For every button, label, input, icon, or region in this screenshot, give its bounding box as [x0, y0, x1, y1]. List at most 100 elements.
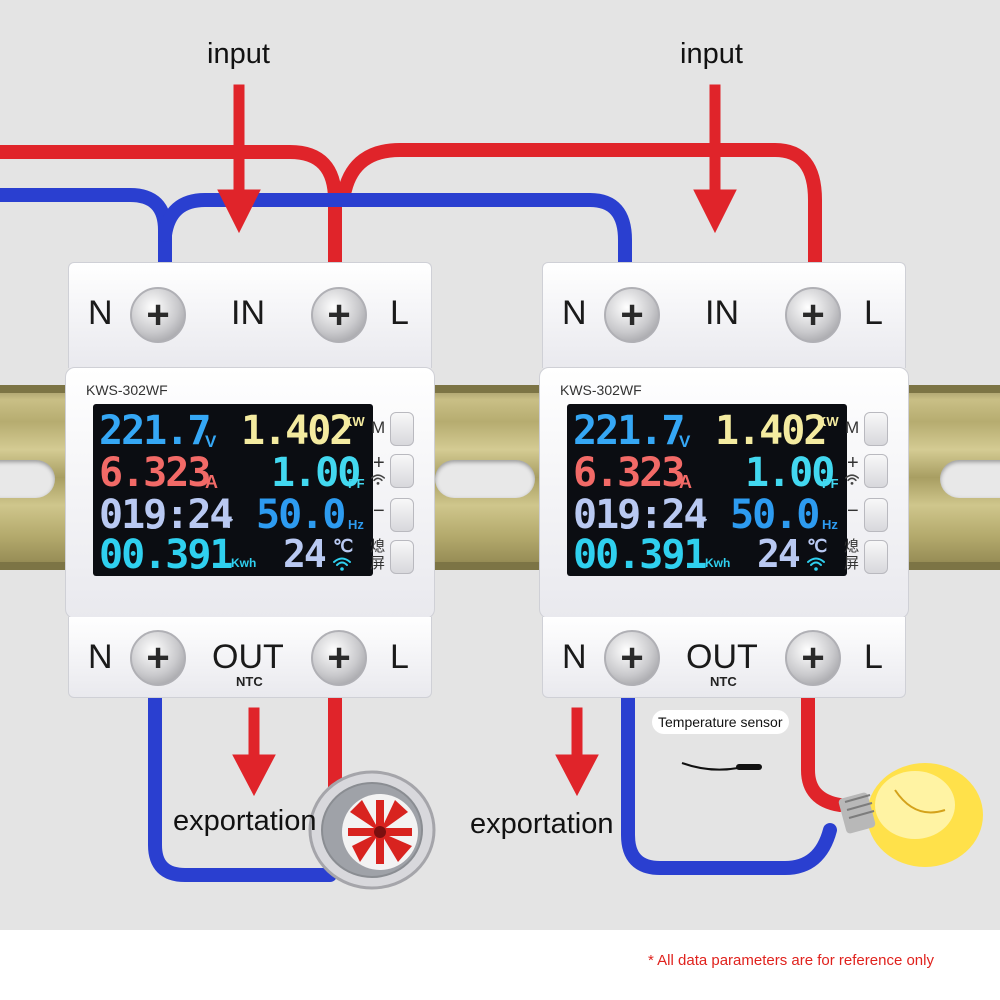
power-reading: 1.402	[715, 408, 827, 454]
terminal-out-label: OUT	[686, 638, 758, 676]
energy-unit: Kwh	[705, 556, 731, 570]
neutral-wire-top	[0, 188, 172, 272]
light-bulb-icon	[838, 763, 983, 867]
time-unit: T	[699, 516, 707, 531]
power-unit: KW	[817, 414, 839, 429]
screw-head-icon[interactable]: +	[311, 630, 367, 686]
screw-head-icon[interactable]: +	[130, 287, 186, 343]
exportation-label-right: exportation	[470, 808, 614, 840]
pf-unit: PF	[348, 476, 365, 491]
temperature-reading: 24	[757, 532, 801, 576]
m-button[interactable]	[864, 412, 888, 446]
button-m-label: M	[371, 418, 386, 437]
reference-footnote: * All data parameters are for reference …	[648, 952, 934, 969]
ntc-label: NTC	[710, 674, 737, 689]
current-unit: A	[679, 472, 692, 492]
m-button[interactable]	[390, 412, 414, 446]
frequency-unit: Hz	[822, 517, 838, 532]
live-wire-bottom-right	[801, 683, 847, 812]
arrow-input-right-head	[693, 189, 737, 234]
rail-slot	[940, 460, 1000, 498]
temperature-reading: 24	[283, 532, 327, 576]
screw-head-icon[interactable]: +	[311, 287, 367, 343]
terminal-l-label: L	[390, 638, 409, 676]
arrow-output-right-head	[555, 754, 599, 797]
time-reading: 019:24	[99, 492, 233, 538]
wires	[0, 84, 983, 890]
terminal-in-label: IN	[705, 294, 739, 332]
power-unit: KW	[343, 414, 365, 429]
rail-slot	[0, 460, 55, 498]
current-unit: A	[205, 472, 218, 492]
pf-unit: PF	[822, 476, 839, 491]
arrow-output-left	[248, 707, 260, 759]
terminal-n-label: N	[562, 294, 587, 332]
wiring-scene: input input exportation exportation Temp…	[0, 0, 1000, 930]
din-rail-edge-top	[0, 385, 1000, 393]
button-minus-label: −	[373, 500, 385, 522]
energy-unit: Kwh	[231, 556, 257, 570]
arrow-input-right	[709, 84, 721, 196]
button-screen-off-label: 熄 屏	[370, 538, 386, 572]
temperature-probe-icon	[681, 762, 762, 771]
energy-reading: 00.391	[99, 532, 233, 578]
screw-head-icon[interactable]: +	[130, 630, 186, 686]
voltage-reading: 221.7	[99, 408, 211, 454]
energy-reading: 00.391	[573, 532, 707, 578]
terminal-l-label: L	[864, 638, 883, 676]
input-label-right: input	[680, 38, 743, 70]
fan-icon	[308, 770, 436, 890]
minus-button[interactable]	[390, 498, 414, 532]
terminal-out-label: OUT	[212, 638, 284, 676]
wifi-icon	[845, 474, 859, 485]
energy-meter-left: N + IN + L KWS-302WF 221.7 V 1.402 KW 6.…	[65, 262, 435, 698]
voltage-unit: V	[679, 432, 691, 451]
top-terminal-block	[542, 262, 906, 368]
voltage-reading: 221.7	[573, 408, 685, 454]
temperature-sensor-label: Temperature sensor	[652, 710, 789, 734]
screen-off-button[interactable]	[864, 540, 888, 574]
current-reading: 6.323	[99, 450, 211, 496]
plus-button[interactable]	[390, 454, 414, 488]
rail-slot	[435, 460, 535, 498]
screw-head-icon[interactable]: +	[604, 630, 660, 686]
time-reading: 019:24	[573, 492, 707, 538]
voltage-unit: V	[205, 432, 217, 451]
temperature-unit: ℃	[807, 536, 828, 556]
terminal-n-label: N	[562, 638, 587, 676]
top-terminal-block	[68, 262, 432, 368]
lcd-screen: 221.7 V 1.402 KW 6.323 A 1.00 PF 019:24 …	[567, 404, 847, 578]
terminal-in-label: IN	[231, 294, 265, 332]
button-screen-off-label: 熄 屏	[844, 538, 860, 572]
arrow-output-right	[571, 707, 583, 759]
frequency-unit: Hz	[348, 517, 364, 532]
bottom-terminal-block	[542, 617, 906, 698]
lcd-screen: 221.7 V 1.402 KW 6.323 A 1.00 PF 019:24 …	[93, 404, 373, 578]
pf-reading: 1.00	[271, 450, 361, 496]
arrow-output-left-head	[232, 754, 276, 797]
live-wire-top-right	[338, 143, 822, 272]
screw-head-icon[interactable]: +	[785, 630, 841, 686]
power-reading: 1.402	[241, 408, 353, 454]
ntc-label: NTC	[236, 674, 263, 689]
arrow-input-left	[233, 84, 245, 196]
minus-button[interactable]	[864, 498, 888, 532]
model-label: KWS-302WF	[560, 382, 642, 398]
button-plus-label: +	[847, 452, 859, 474]
model-label: KWS-302WF	[86, 382, 168, 398]
terminal-l-label: L	[864, 294, 883, 332]
arrow-input-left-head	[217, 189, 261, 234]
screw-head-icon[interactable]: +	[785, 287, 841, 343]
terminal-n-label: N	[88, 638, 113, 676]
button-minus-label: −	[847, 500, 859, 522]
neutral-wire-bottom-right	[621, 683, 837, 875]
time-unit: T	[225, 516, 233, 531]
energy-meter-right: N + IN + L KWS-302WF 221.7 V 1.402 KW 6.…	[539, 262, 909, 698]
frequency-reading: 50.0	[256, 492, 346, 538]
plus-button[interactable]	[864, 454, 888, 488]
screen-off-button[interactable]	[390, 540, 414, 574]
screw-head-icon[interactable]: +	[604, 287, 660, 343]
neutral-wire-bottom-left	[148, 683, 337, 882]
button-plus-label: +	[373, 452, 385, 474]
input-label-left: input	[207, 38, 270, 70]
